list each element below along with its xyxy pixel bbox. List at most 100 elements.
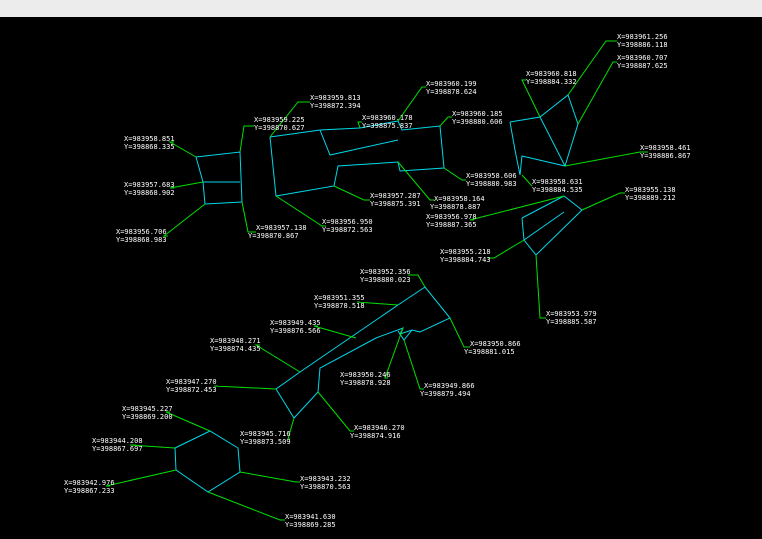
leader-l24 (356, 301, 399, 306)
leader-l34 (129, 444, 176, 449)
coord-label-l05-x: X=983958.631 (532, 178, 583, 186)
coord-label-l21-x: X=983955.218 (440, 248, 491, 256)
coord-label-l23-x: X=983952.356 (360, 268, 411, 276)
drawing-canvas[interactable]: X=983961.256 Y=398886.118 X=983960.707 Y… (0, 17, 762, 539)
leader-l14 (162, 203, 206, 237)
coord-label-l24-x: X=983951.355 (314, 294, 365, 302)
coord-label-l08-x: X=983960.185 (452, 110, 503, 118)
coord-label-l09-y: Y=398875.837 (362, 122, 413, 130)
leader-l37 (207, 491, 285, 521)
coord-label-l14-y: Y=398868.983 (116, 236, 167, 244)
coord-label-l04-x: X=983958.461 (640, 144, 691, 152)
coord-label-l20-x: X=983956.978 (426, 213, 477, 221)
leader-l18 (397, 161, 434, 201)
coord-label-l10-y: Y=398872.394 (310, 102, 361, 110)
coord-label-l18-x: X=983958.164 (434, 195, 485, 203)
coord-label-l22-y: Y=398885.587 (546, 318, 597, 326)
leader-l06 (581, 192, 625, 211)
coord-label-l01-x: X=983961.256 (617, 33, 668, 41)
coord-label-l07-y: Y=398878.624 (426, 88, 477, 96)
leader-l13 (169, 181, 204, 189)
leader-l11 (239, 125, 254, 153)
coord-label-l31-x: X=983945.227 (122, 405, 173, 413)
coord-label-l35-y: Y=398867.233 (64, 487, 115, 495)
coord-label-l11-y: Y=398870.627 (254, 124, 305, 132)
coord-label-l16-x: X=983956.950 (322, 218, 373, 226)
leader-l25 (313, 325, 357, 339)
coord-label-l21-y: Y=398884.743 (440, 256, 491, 264)
coord-label-l20-y: Y=398887.365 (426, 221, 477, 229)
window-title-bar (0, 0, 762, 17)
leader-l09 (357, 121, 362, 129)
leader-lines (105, 40, 648, 521)
leader-l33 (317, 391, 354, 432)
coord-label-l26-y: Y=398874.435 (210, 345, 261, 353)
leader-l21 (488, 239, 525, 259)
coord-label-l02-y: Y=398887.625 (617, 62, 668, 70)
coord-label-l07-x: X=983960.199 (426, 80, 477, 88)
coordinate-labels: X=983961.256 Y=398886.118 X=983960.707 Y… (64, 33, 691, 529)
coord-label-l30-y: Y=398879.494 (420, 390, 471, 398)
coord-label-l02-x: X=983960.707 (617, 54, 668, 62)
parcel-outline-left-mid (195, 151, 243, 205)
coord-label-l03-y: Y=398884.332 (526, 78, 577, 86)
coord-label-l36-x: X=983943.232 (300, 475, 351, 483)
parcel-outline-central (269, 120, 445, 197)
leader-l10 (269, 101, 310, 138)
leader-l17 (333, 185, 370, 201)
leader-l19 (443, 167, 466, 181)
leader-l07 (397, 86, 426, 122)
coord-label-l29-y: Y=398878.928 (340, 379, 391, 387)
leader-l26 (254, 344, 301, 373)
coord-label-l19-y: Y=398880.983 (466, 180, 517, 188)
coord-label-l24-y: Y=398878.518 (314, 302, 365, 310)
coord-label-l37-y: Y=398869.285 (285, 521, 336, 529)
coord-label-l34-y: Y=398867.697 (92, 445, 143, 453)
coord-label-l14-x: X=983956.706 (116, 228, 167, 236)
coord-label-l06-y: Y=398889.212 (625, 194, 676, 202)
coord-label-l28-x: X=983947.270 (166, 378, 217, 386)
coord-label-l22-x: X=983953.979 (546, 310, 597, 318)
parcel-outline-right-small (521, 195, 583, 256)
coord-label-l27-x: X=983950.866 (470, 340, 521, 348)
leader-l31 (165, 411, 211, 432)
coord-label-l11-x: X=983959.225 (254, 116, 305, 124)
coord-label-l16-y: Y=398872.563 (322, 226, 373, 234)
coord-label-l03-x: X=983960.818 (526, 70, 577, 78)
leader-l22 (535, 254, 546, 319)
coord-label-l34-x: X=983944.208 (92, 437, 143, 445)
coord-label-l30-x: X=983949.866 (424, 382, 475, 390)
coord-label-l01-y: Y=398886.118 (617, 41, 668, 49)
leader-l23 (408, 274, 426, 288)
leader-l15 (241, 201, 256, 233)
coord-label-l08-y: Y=398880.606 (452, 118, 503, 126)
leader-l01 (567, 40, 617, 96)
coord-label-l36-y: Y=398870.563 (300, 483, 351, 491)
coord-label-l25-x: X=983949.435 (270, 319, 321, 327)
leader-l05 (521, 174, 533, 187)
coord-label-l23-y: Y=398880.023 (360, 276, 411, 284)
leader-l02 (577, 61, 617, 125)
coord-label-l32-x: X=983945.716 (240, 430, 291, 438)
leader-l30 (403, 339, 424, 390)
coord-label-l35-x: X=983942.976 (64, 479, 115, 487)
coord-label-l27-y: Y=398881.015 (464, 348, 515, 356)
coord-label-l13-y: Y=398868.902 (124, 189, 175, 197)
leader-l12 (168, 141, 197, 158)
coord-label-l06-x: X=983955.138 (625, 186, 676, 194)
coord-label-l28-y: Y=398872.453 (166, 386, 217, 394)
parcel-outline-right-top (509, 94, 579, 176)
coord-label-l29-x: X=983950.246 (340, 371, 391, 379)
leader-l32 (287, 417, 295, 440)
coord-label-l10-x: X=983959.813 (310, 94, 361, 102)
leader-l29 (384, 327, 404, 379)
coord-label-l26-x: X=983948.271 (210, 337, 261, 345)
leader-l28 (213, 385, 277, 390)
leader-l27 (449, 317, 470, 348)
coord-label-l31-y: Y=398869.200 (122, 413, 173, 421)
coord-label-l04-y: Y=398886.867 (640, 152, 691, 160)
coord-label-l17-x: X=983957.287 (370, 192, 421, 200)
parcel-outline-lower-left (174, 430, 241, 493)
coord-label-l05-y: Y=398884.535 (532, 186, 583, 194)
